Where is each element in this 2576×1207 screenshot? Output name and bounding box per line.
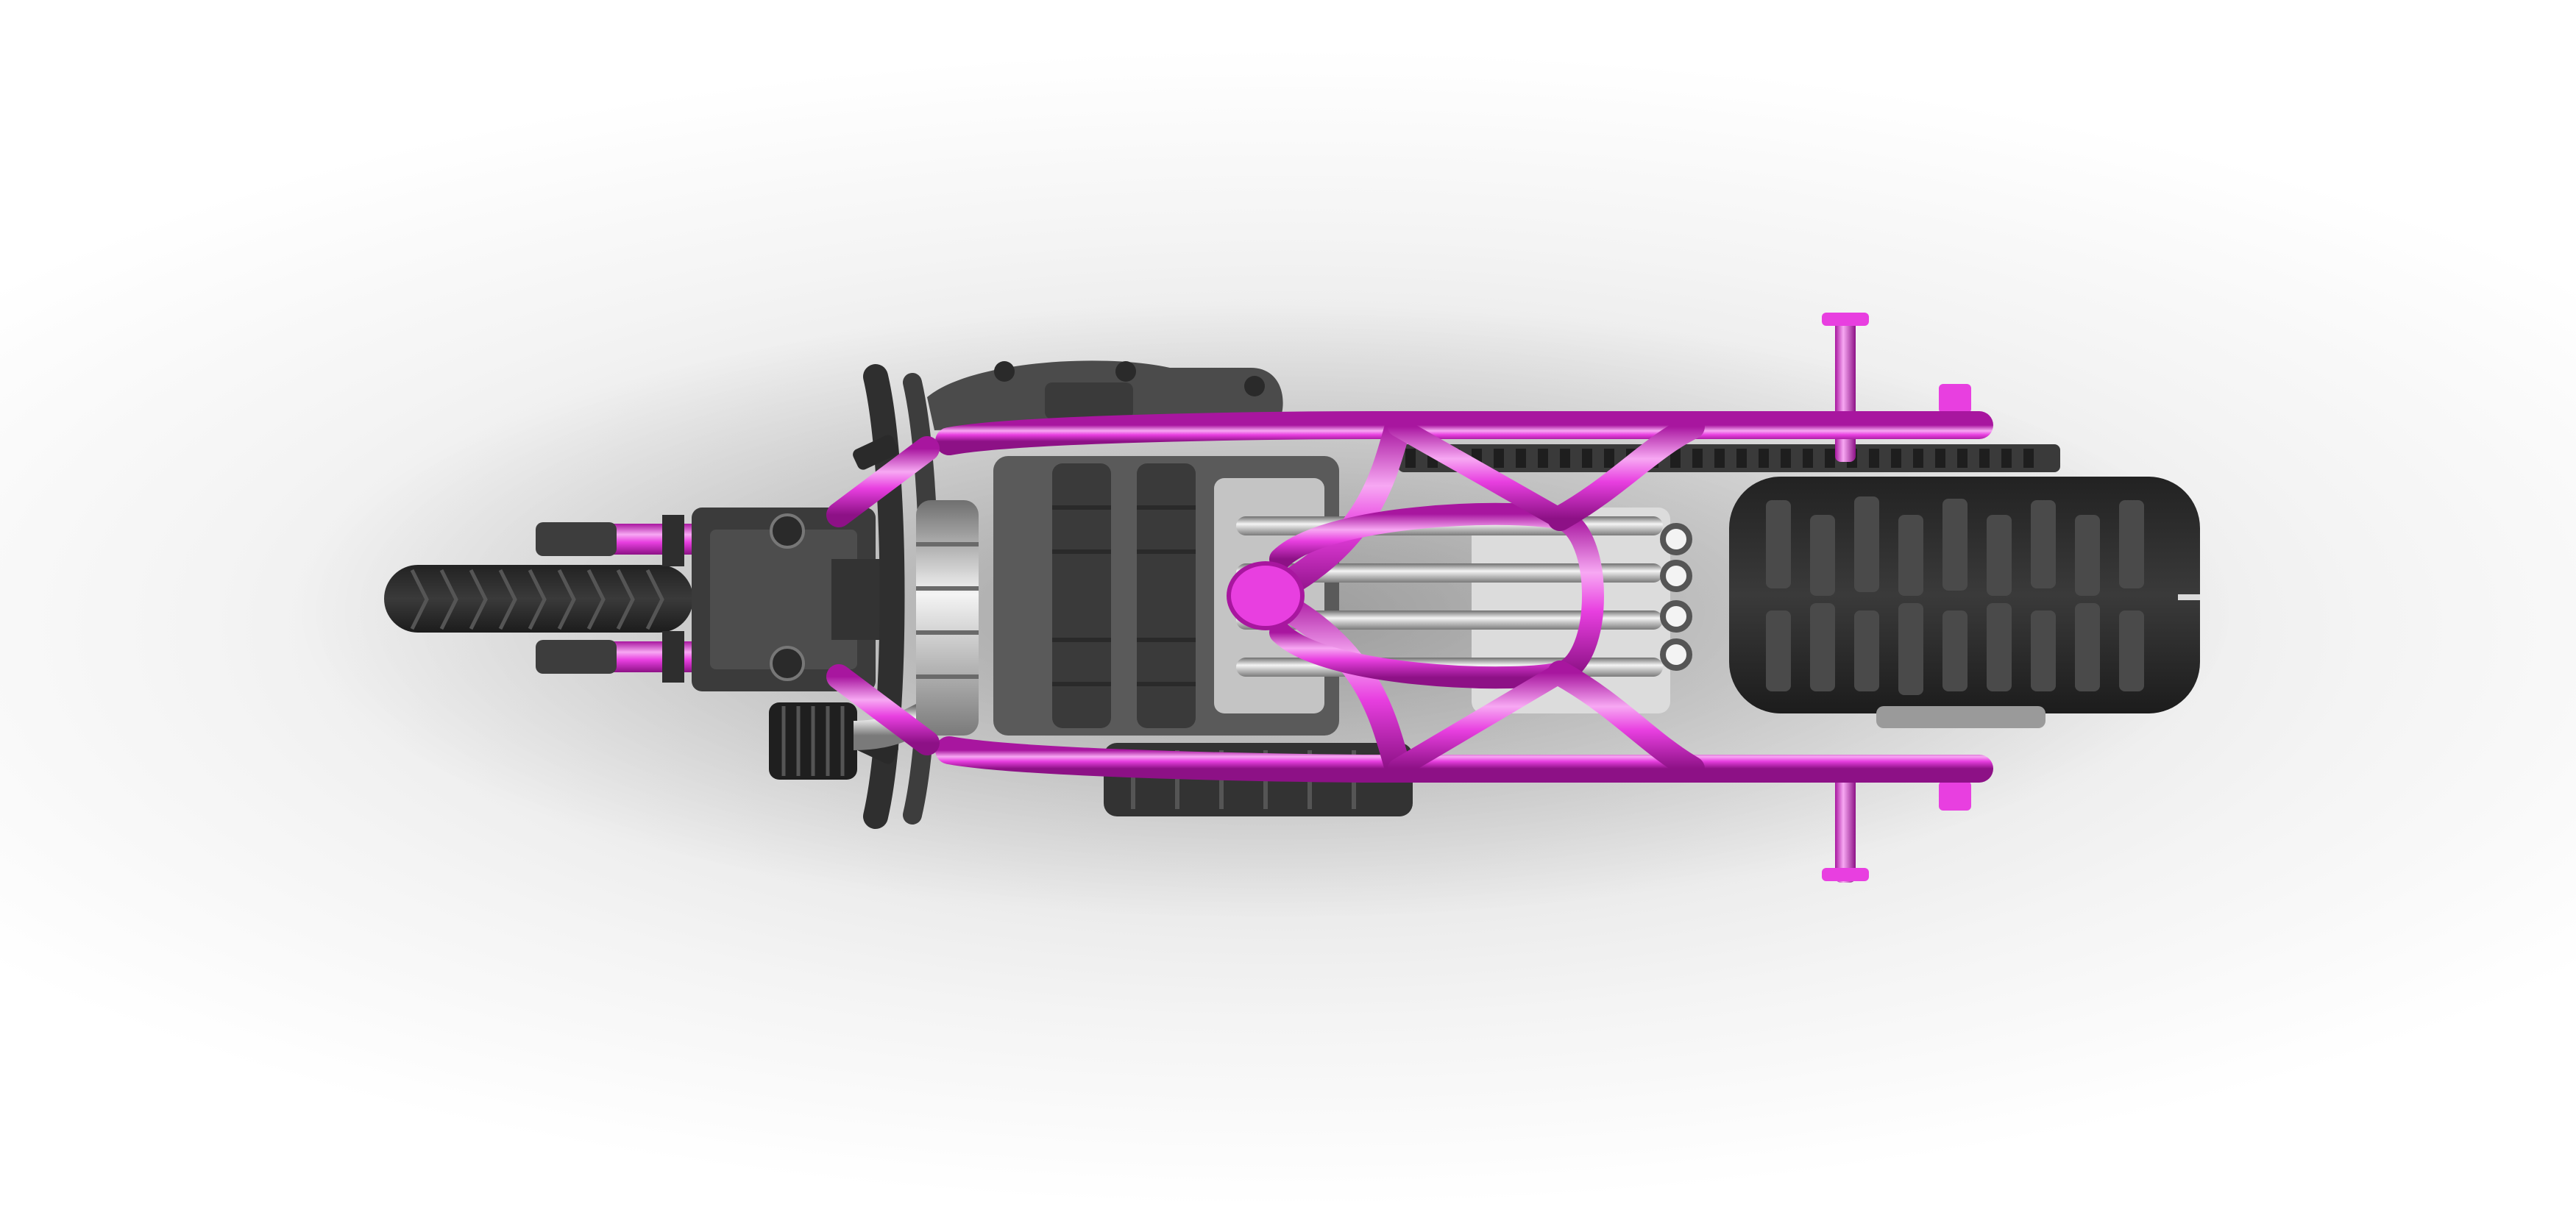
drive-chain xyxy=(1398,444,2060,472)
front-fork xyxy=(536,508,883,691)
exhaust-tip xyxy=(1660,638,1692,671)
exhaust-tip xyxy=(1660,600,1692,633)
exhaust-tip xyxy=(1660,523,1692,555)
frame xyxy=(758,411,1993,783)
rear-wheel xyxy=(1729,477,2200,728)
primary-cover xyxy=(927,360,1283,430)
carburetor xyxy=(916,500,979,736)
exhaust-tip xyxy=(1660,560,1692,592)
frame-junction xyxy=(1227,561,1305,630)
front-wheel xyxy=(384,565,693,633)
